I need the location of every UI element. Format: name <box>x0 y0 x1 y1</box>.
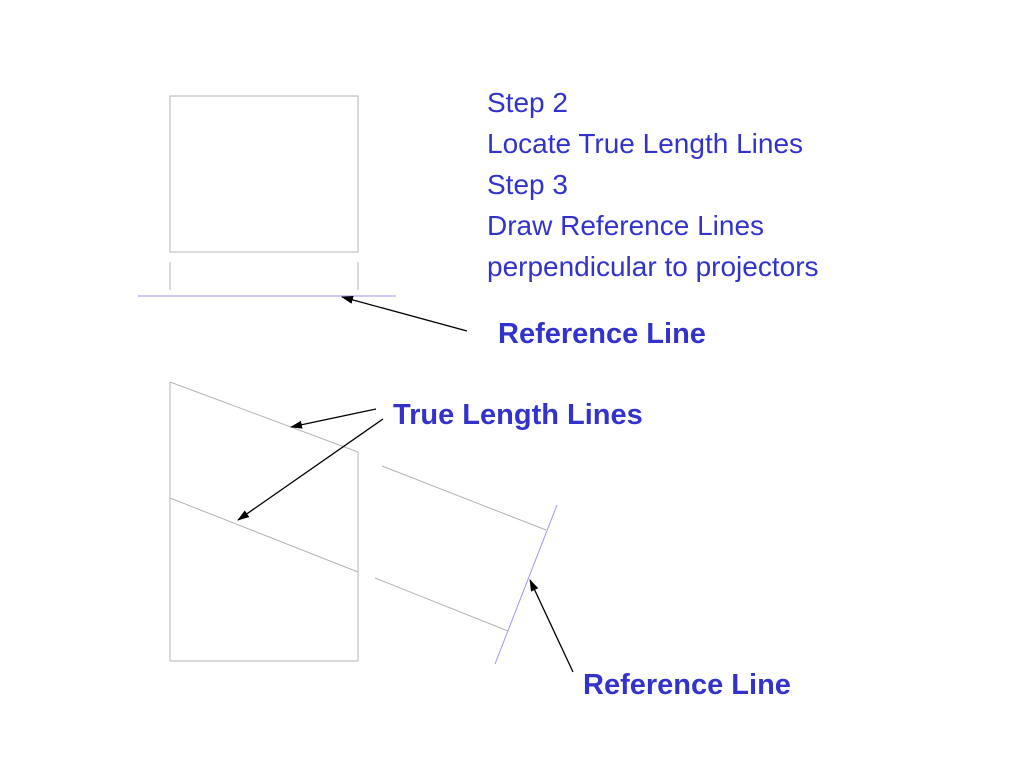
step3-title: Step 3 <box>487 169 568 200</box>
true-length-line-upper <box>169 381 359 453</box>
step3-text-line2: perpendicular to projectors <box>487 251 819 282</box>
step2-text: Locate True Length Lines <box>487 128 804 159</box>
step3-text-line1: Draw Reference Lines <box>487 210 765 241</box>
arrow-true-length-lower <box>237 418 384 521</box>
step2-title: Step 2 <box>487 87 568 118</box>
projector-lower <box>374 577 509 632</box>
projector-upper <box>381 465 547 531</box>
true-length-line-lower <box>169 497 359 573</box>
arrow-true-length-upper <box>290 408 377 429</box>
reference-line-inclined <box>494 504 558 665</box>
true-length-lines-label: True Length Lines <box>393 399 643 431</box>
reference-line-label-top: Reference Line <box>498 318 706 350</box>
instructions-text: Step 2 Locate True Length Lines Step 3 D… <box>487 82 819 287</box>
reference-line-label-bottom: Reference Line <box>583 669 791 701</box>
arrow-reference-bottom <box>529 579 574 673</box>
arrow-reference-top <box>341 296 468 332</box>
top-view-square <box>169 95 359 253</box>
